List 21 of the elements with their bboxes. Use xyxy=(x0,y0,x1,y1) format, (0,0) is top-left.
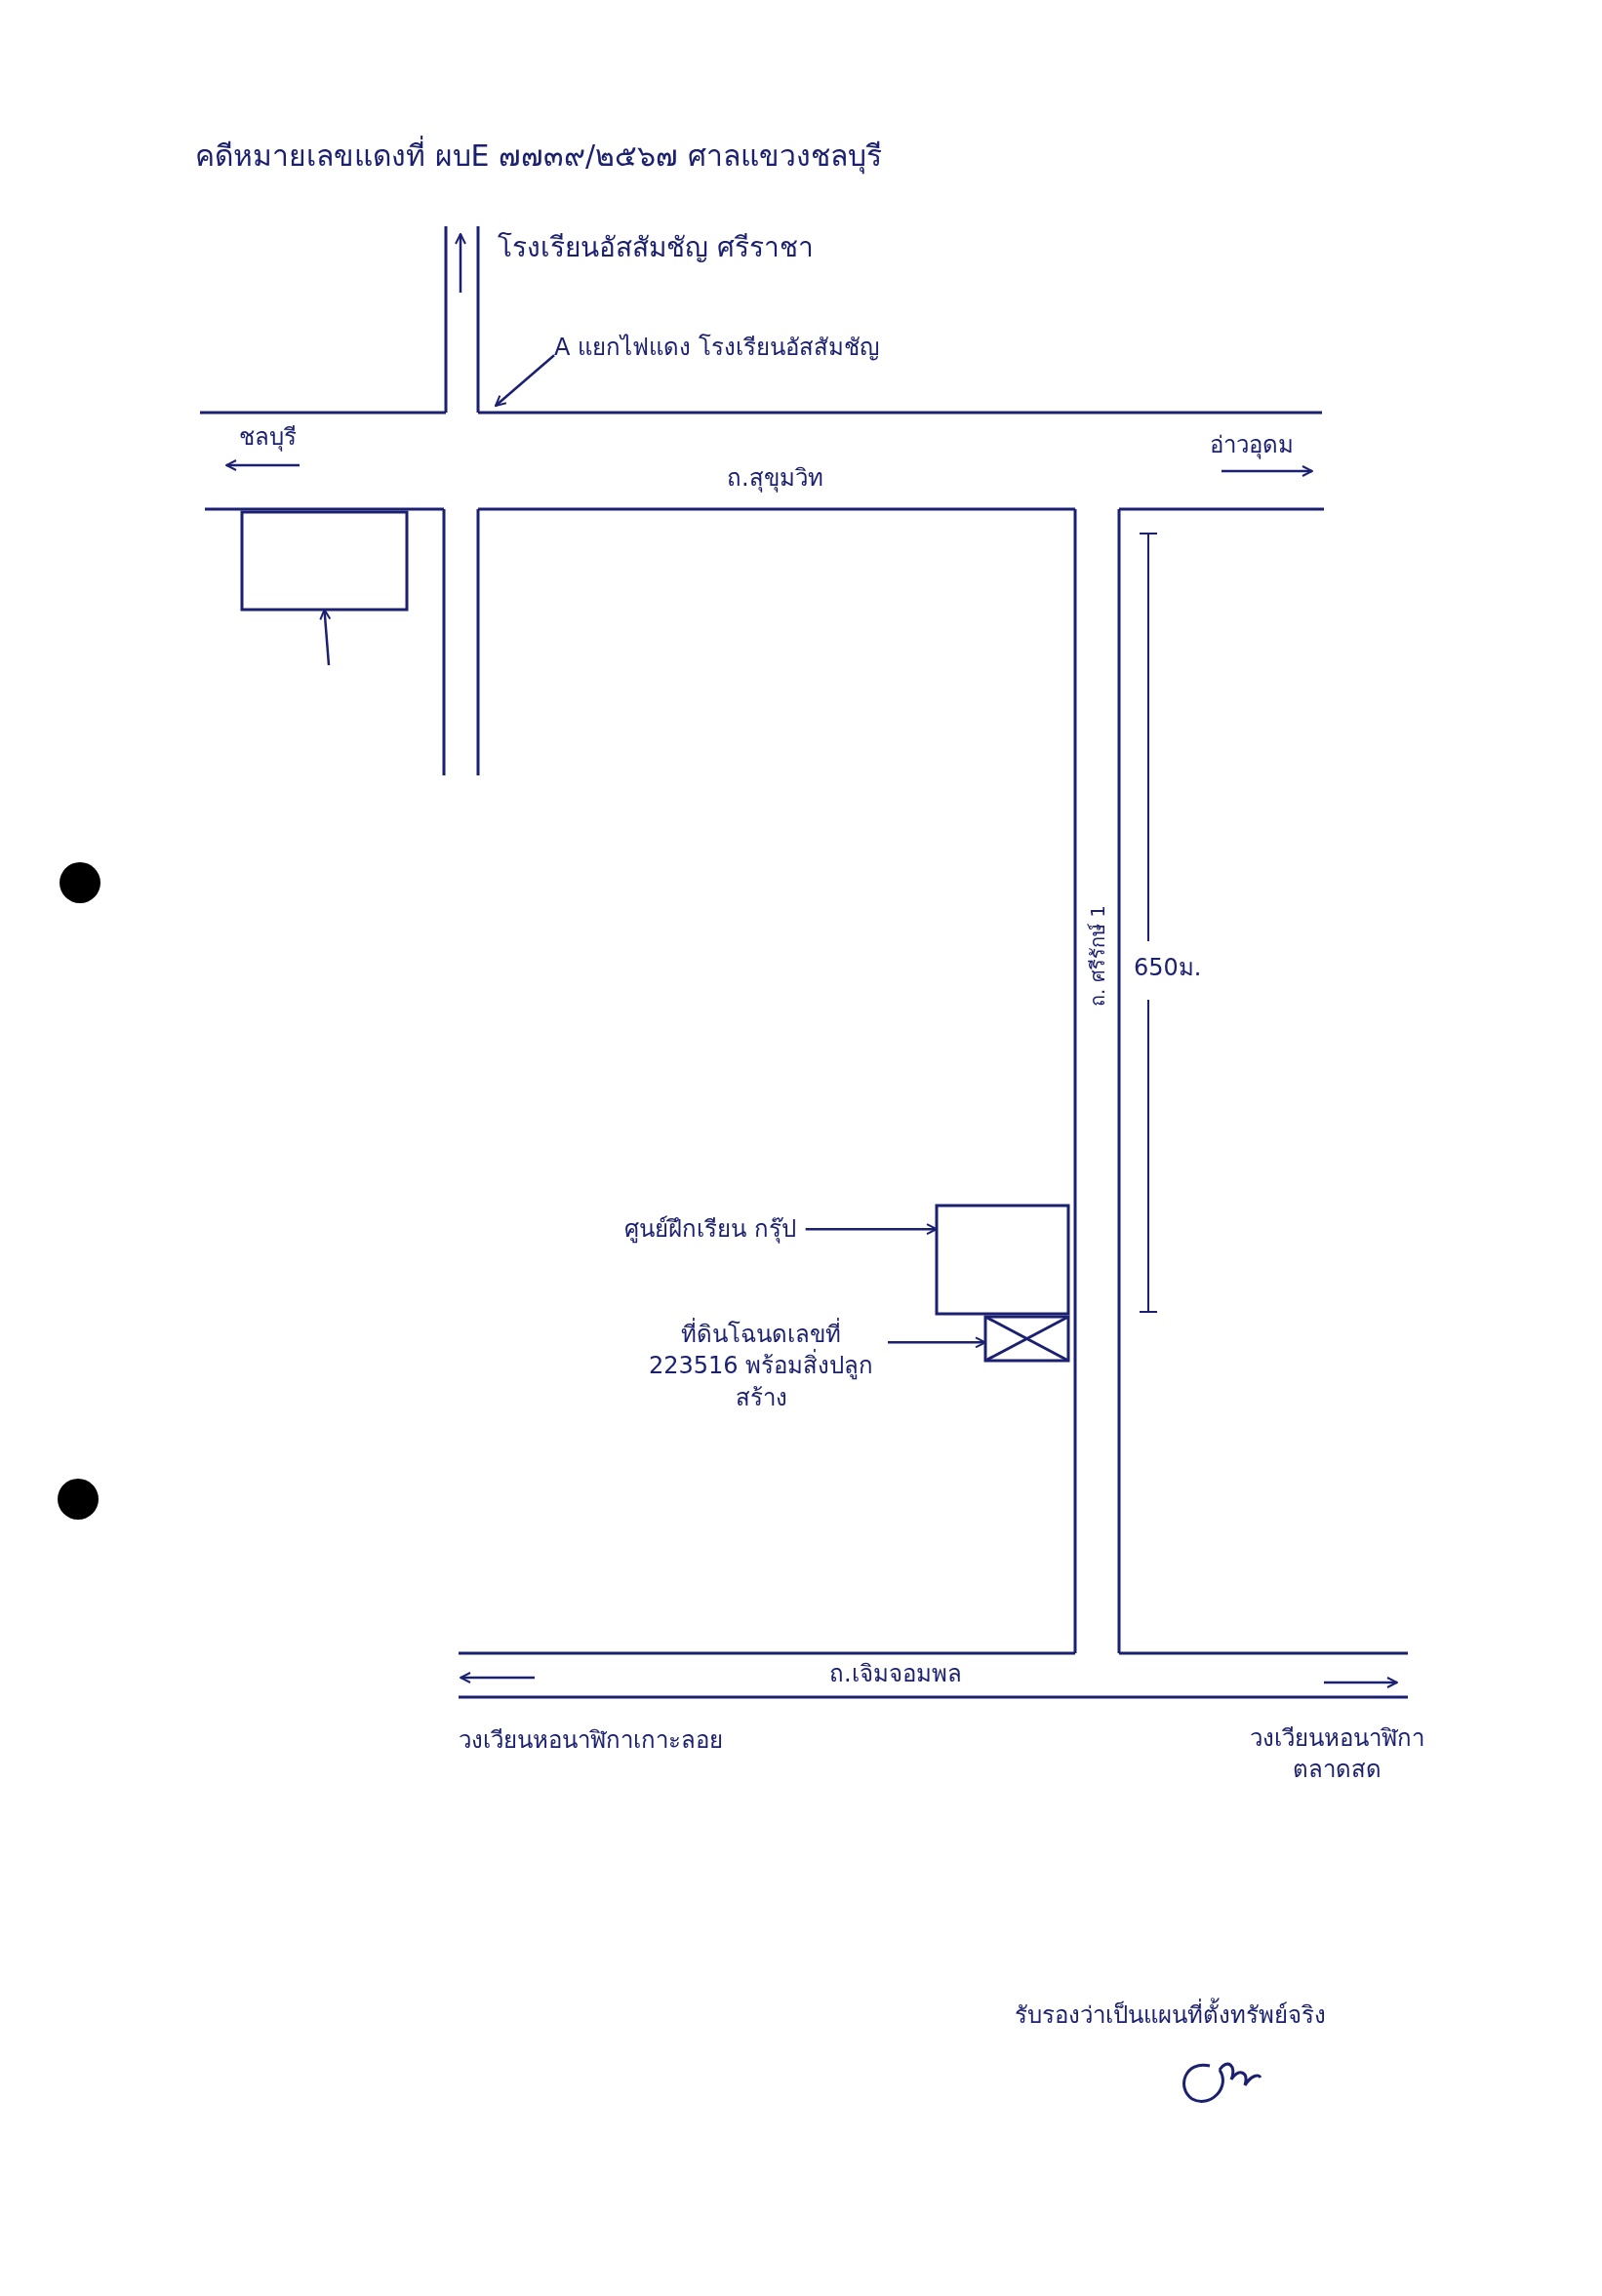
title: คดีหมายเลขแดงที่ ผบE ๗๗๓๙/๒๕๖๗ ศาลแขวงชลบุรี xyxy=(195,137,882,177)
building-outline xyxy=(240,510,409,612)
callout-text: A แยกไฟแดง โรงเรียนอัสสัมชัญ xyxy=(554,332,879,364)
leader-arrow xyxy=(319,609,332,666)
road-label: ถ.เจิมจอมพล xyxy=(829,1659,962,1689)
certification-note: รับรองว่าเป็นแผนที่ตั้งทรัพย์จริง xyxy=(1015,1999,1326,2032)
road-label: ถ. ศรีรักษ์ 1 xyxy=(1084,905,1110,1007)
direction-label: อ่าวอุดม xyxy=(1210,430,1294,461)
direction-label: วงเวียนหอนาฬิกาเกาะลอย xyxy=(459,1725,723,1756)
arrow xyxy=(888,1336,986,1349)
dimension-label: 650ม. xyxy=(1134,953,1202,983)
callout-text: ที่ดินโฉนดเลขที่ 223516 พร้อมสิ่งปลูกสร้าง xyxy=(644,1319,878,1414)
direction-label: วงเวียนหอนาฬิกา ตลาดสด xyxy=(1248,1723,1425,1786)
building-outline xyxy=(935,1204,1070,1316)
direction-label: ชลบุรี xyxy=(239,422,297,454)
leader-arrow xyxy=(495,354,555,407)
land-plot-marker xyxy=(983,1315,1070,1363)
arrow xyxy=(805,1223,938,1236)
road-label: ถ.สุขุมวิท xyxy=(727,463,823,495)
callout-text: ศูนย์ฝึกเรียน กรุ๊ป xyxy=(624,1213,796,1246)
place-label: โรงเรียนอัสสัมชัญ ศรีราชา xyxy=(498,230,814,265)
